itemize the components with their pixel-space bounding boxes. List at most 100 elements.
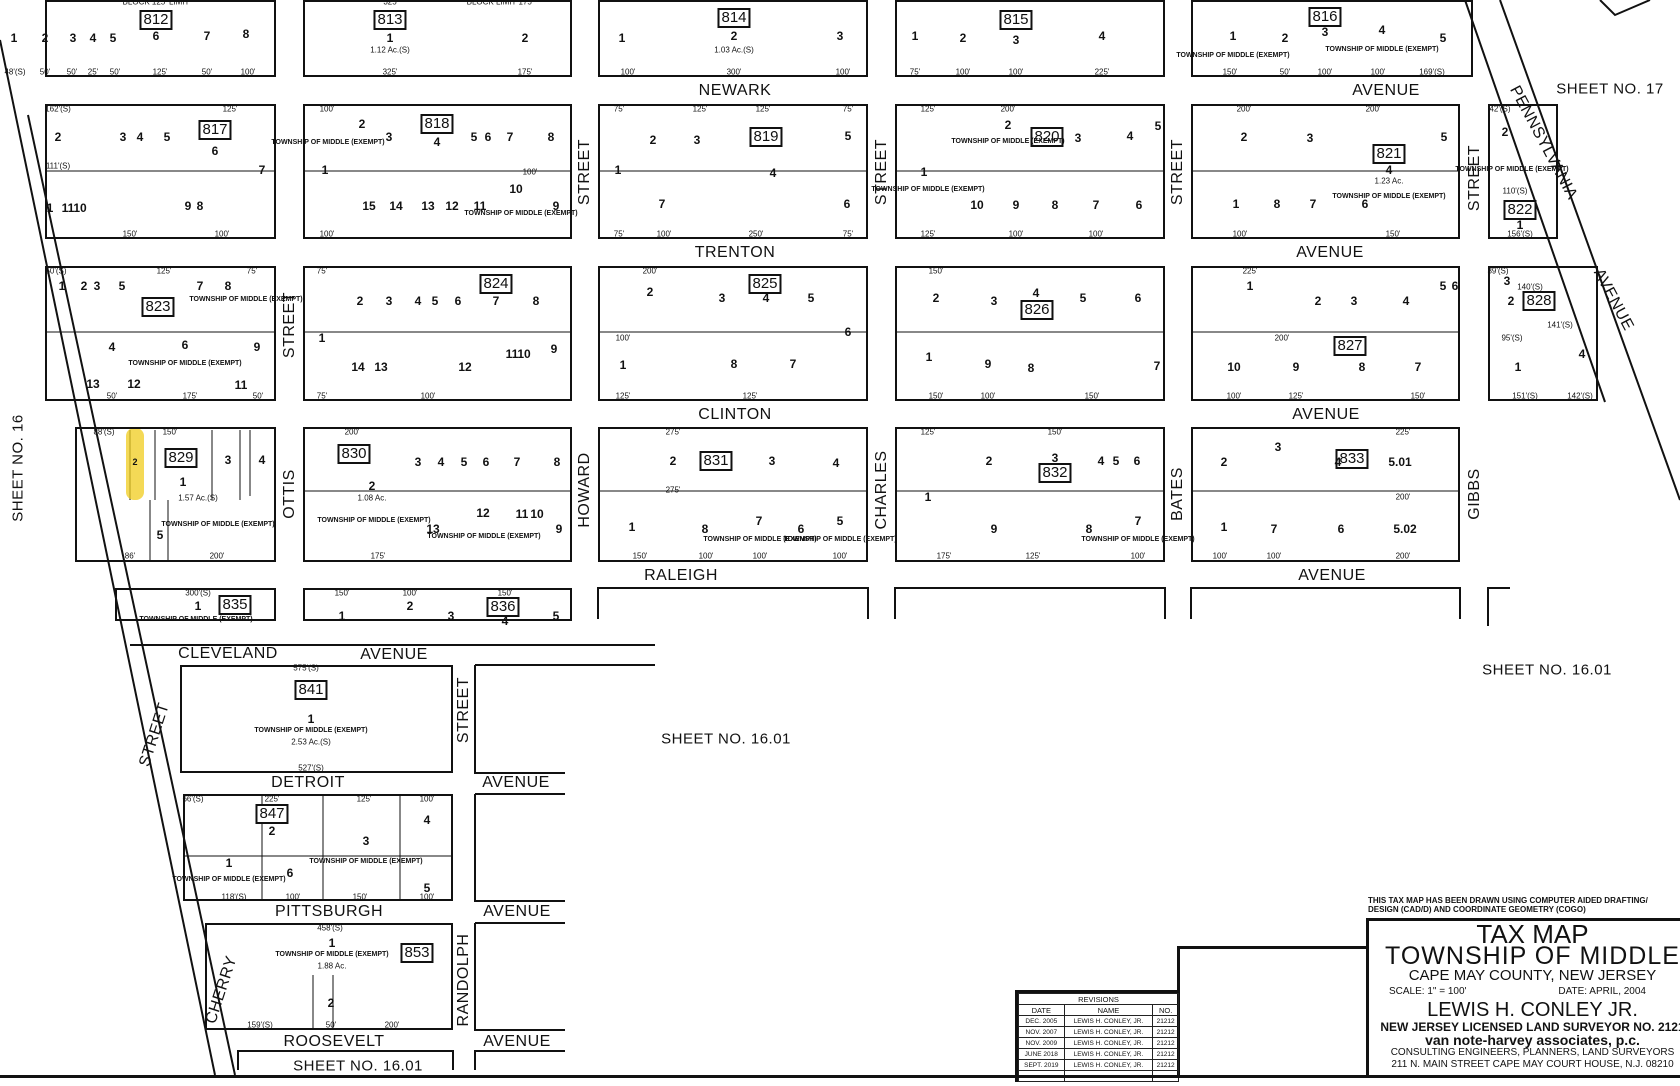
lot-number[interactable]: 4	[108, 340, 116, 354]
lot-number[interactable]: 13	[421, 199, 435, 213]
lot-number[interactable]: 8	[196, 199, 204, 213]
lot-number[interactable]: 2	[646, 285, 654, 299]
lot-number[interactable]: 7	[258, 163, 266, 177]
lot-number[interactable]: 6	[482, 455, 490, 469]
block-number[interactable]: 826	[1020, 300, 1054, 320]
lot-number[interactable]: 1	[1516, 218, 1524, 232]
block-number[interactable]: 841	[294, 680, 328, 700]
lot-number[interactable]: 3	[718, 291, 726, 305]
lot-number[interactable]: 6	[1134, 291, 1142, 305]
lot-number[interactable]: 8	[242, 27, 250, 41]
block-823[interactable]	[45, 266, 276, 401]
lot-number[interactable]: 2	[521, 31, 529, 45]
lot-number[interactable]: 1	[10, 31, 18, 45]
lot-number[interactable]: 4	[832, 456, 840, 470]
lot-number[interactable]: 7	[1270, 522, 1278, 536]
lot-number[interactable]: 9	[990, 522, 998, 536]
lot-number[interactable]: 2	[1004, 118, 1012, 132]
block-number[interactable]: 836	[486, 597, 520, 617]
lot-number[interactable]: 3	[1321, 25, 1329, 39]
lot-number[interactable]: 1	[225, 856, 233, 870]
lot-number[interactable]: 2	[80, 279, 88, 293]
lot-number[interactable]: 3	[1350, 294, 1358, 308]
lot-number[interactable]: 12	[445, 199, 459, 213]
lot-number[interactable]: 6	[1135, 198, 1143, 212]
lot-number[interactable]: 1	[307, 712, 315, 726]
lot-number[interactable]: 5	[1112, 454, 1120, 468]
lot-number[interactable]: 2	[649, 133, 657, 147]
lot-number[interactable]: 5	[1439, 279, 1447, 293]
lot-number[interactable]: 2	[1507, 294, 1515, 308]
lot-number[interactable]: 2	[54, 130, 62, 144]
lot-number[interactable]: 4	[762, 291, 770, 305]
lot-number[interactable]: 2	[358, 117, 366, 131]
lot-number[interactable]: 3	[836, 29, 844, 43]
lot-number[interactable]: 5.02	[1393, 522, 1417, 536]
lot-number[interactable]: 13	[374, 360, 388, 374]
lot-number[interactable]: 5	[163, 130, 171, 144]
lot-number[interactable]: 1	[338, 609, 346, 623]
block-830[interactable]	[303, 427, 572, 562]
lot-number[interactable]: 8	[547, 130, 555, 144]
block-832[interactable]	[895, 427, 1165, 562]
block-number[interactable]: 828	[1522, 291, 1556, 311]
block-number[interactable]: 825	[748, 274, 782, 294]
block-number[interactable]: 818	[420, 114, 454, 134]
lot-number[interactable]: 6	[211, 144, 219, 158]
lot-number[interactable]: 2	[268, 824, 276, 838]
lot-number[interactable]: 9	[555, 522, 563, 536]
lot-number[interactable]: 2	[959, 31, 967, 45]
lot-number[interactable]: 10	[517, 347, 531, 361]
lot-number[interactable]: 3	[1074, 131, 1082, 145]
lot-number[interactable]: 1	[1514, 360, 1522, 374]
lot-number[interactable]: 3	[385, 130, 393, 144]
lot-number[interactable]: 8	[701, 522, 709, 536]
lot-number[interactable]: 2	[41, 31, 49, 45]
sheet-ref-center[interactable]: SHEET NO. 16.01	[661, 730, 791, 748]
lot-number[interactable]: 6	[1451, 279, 1459, 293]
lot-number[interactable]: 3	[224, 453, 232, 467]
block-number[interactable]: 821	[1372, 144, 1406, 164]
block-number[interactable]: 815	[999, 10, 1033, 30]
lot-number[interactable]: 2	[356, 294, 364, 308]
lot-number[interactable]: 1	[321, 163, 329, 177]
lot-number[interactable]: 7	[1134, 514, 1142, 528]
lot-number[interactable]: 6	[181, 338, 189, 352]
lot-number[interactable]: 12	[127, 377, 141, 391]
block-819[interactable]	[598, 104, 868, 239]
lot-number[interactable]: 2	[730, 29, 738, 43]
lot-number[interactable]: 2	[1281, 31, 1289, 45]
highlighted-lot-number[interactable]: 2	[132, 457, 138, 467]
lot-number[interactable]: 1	[618, 31, 626, 45]
lot-number[interactable]: 2	[368, 479, 376, 493]
lot-number[interactable]: 14	[351, 360, 365, 374]
lot-number[interactable]: 4	[1126, 129, 1134, 143]
lot-number[interactable]: 7	[1414, 360, 1422, 374]
lot-number[interactable]: 6	[1133, 454, 1141, 468]
block-number[interactable]: 812	[139, 10, 173, 30]
lot-number[interactable]: 10	[970, 198, 984, 212]
lot-number[interactable]: 1	[628, 520, 636, 534]
lot-number[interactable]: 11	[515, 507, 529, 521]
block-828[interactable]	[1488, 266, 1598, 401]
highlighted-parcel[interactable]	[126, 428, 144, 500]
lot-number[interactable]: 6	[286, 866, 294, 880]
lot-number[interactable]: 7	[203, 29, 211, 43]
block-836[interactable]	[303, 588, 572, 621]
block-number[interactable]: 831	[699, 451, 733, 471]
lot-number[interactable]: 9	[550, 342, 558, 356]
block-847[interactable]	[183, 794, 453, 901]
block-number[interactable]: 819	[749, 127, 783, 147]
block-813[interactable]	[303, 0, 572, 77]
lot-number[interactable]: 5	[836, 514, 844, 528]
lot-number[interactable]: 6	[844, 325, 852, 339]
lot-number[interactable]: 1	[925, 350, 933, 364]
lot-number[interactable]: 3	[1503, 274, 1511, 288]
block-number[interactable]: 813	[373, 10, 407, 30]
lot-number[interactable]: 10	[530, 507, 544, 521]
sheet-ref-right-lower[interactable]: SHEET NO. 16.01	[1482, 661, 1612, 679]
lot-number[interactable]: 4	[1385, 163, 1393, 177]
lot-number[interactable]: 11	[473, 199, 487, 213]
lot-number[interactable]: 7	[506, 130, 514, 144]
lot-number[interactable]: 6	[1361, 197, 1369, 211]
